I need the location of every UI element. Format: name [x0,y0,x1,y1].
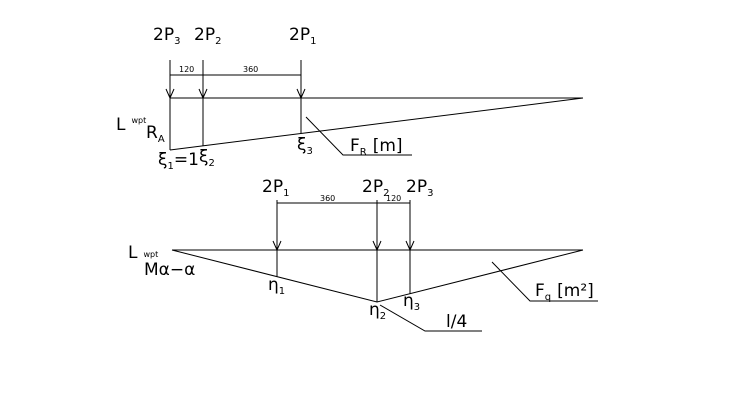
load-2p2-label: 2P2 [362,177,389,199]
ordinate-eta1: η1 [268,275,285,297]
ordinate-xi1: ξ1=1 [158,150,199,172]
reaction-label: RA [146,123,165,145]
area-label-fr: FR[m] [350,136,403,158]
area-leader [491,261,598,302]
dimension-120: 120 [386,194,401,203]
dimension-360: 360 [243,65,258,74]
ordinate-eta2: η2 [369,300,386,322]
load-2p3-label: 2P3 [153,25,180,47]
dimension-120: 120 [179,65,194,74]
load-2p1-label: 2P1 [289,25,316,47]
area-label-fq: Fq[m²] [535,281,594,303]
dimension-360: 360 [320,194,335,203]
quarter-span-label: l/4 [446,312,467,332]
load-2p1-label: 2P1 [262,177,289,199]
moment-label: Mα−α [144,260,195,280]
ordinate-xi2: ξ2 [199,147,215,169]
influence-line [171,249,584,303]
influence-line [169,97,584,151]
load-2p2-label: 2P2 [194,25,221,47]
load-2p3-label: 2P3 [406,177,433,199]
ordinate-xi3: ξ3 [297,135,313,157]
ordinate-eta3: η3 [403,291,420,313]
quarter-span-leader [379,304,482,332]
area-leader [305,116,412,156]
